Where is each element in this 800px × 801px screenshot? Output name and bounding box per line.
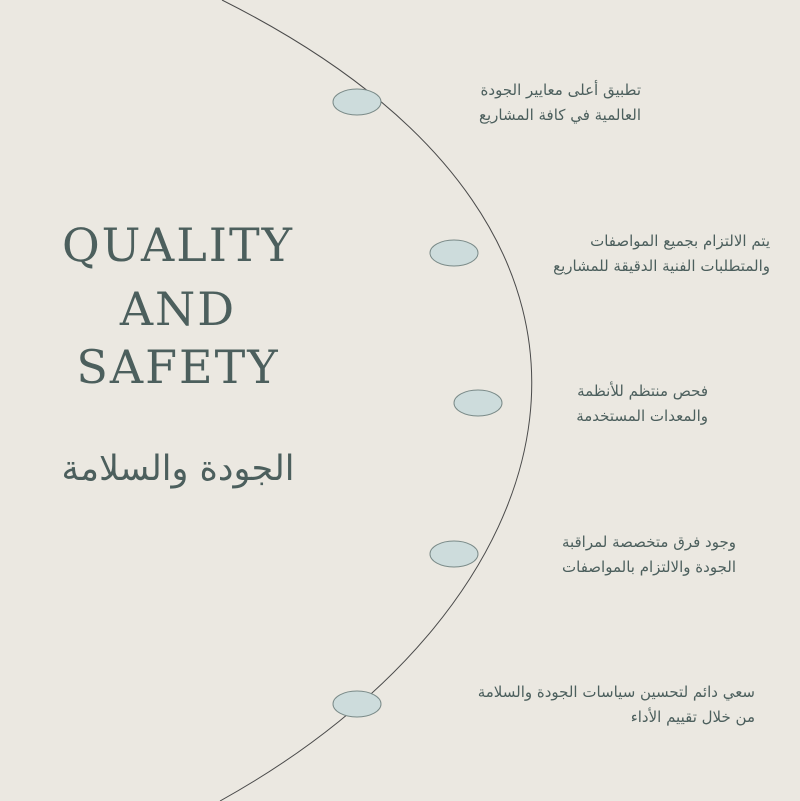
timeline-item-5-line-2: من خلال تقييم الأداء — [630, 708, 755, 726]
timeline-item-3: فحص منتظم للأنظمة والمعدات المستخدمة — [576, 379, 708, 429]
timeline-item-2-line-2: والمتطلبات الفنية الدقيقة للمشاريع — [553, 257, 770, 275]
timeline-item-5-line-1: سعي دائم لتحسين سياسات الجودة والسلامة — [477, 683, 755, 701]
timeline-item-1-line-2: العالمية في كافة المشاريع — [478, 106, 641, 124]
timeline-item-3-line-1: فحص منتظم للأنظمة — [577, 382, 708, 400]
timeline-item-4-line-1: وجود فرق متخصصة لمراقبة — [561, 533, 736, 551]
timeline-dot-3 — [453, 389, 503, 417]
timeline-item-2-line-1: يتم الالتزام بجميع المواصفات — [590, 232, 770, 250]
timeline-item-1-line-1: تطبيق أعلى معايير الجودة — [480, 81, 641, 99]
title-english-line-1: QUALITY — [61, 218, 295, 272]
timeline-item-5: سعي دائم لتحسين سياسات الجودة والسلامة م… — [478, 680, 755, 730]
timeline-dot-5 — [332, 690, 382, 718]
title-arabic: الجودة والسلامة — [61, 449, 295, 489]
timeline-item-4: وجود فرق متخصصة لمراقبة الجودة والالتزام… — [562, 530, 736, 580]
title-english-line-3: SAFETY — [76, 340, 280, 394]
timeline-dot-2 — [429, 239, 479, 267]
title-english-line-2: AND — [119, 282, 237, 336]
timeline-item-3-line-2: والمعدات المستخدمة — [576, 407, 708, 425]
timeline-item-4-line-2: الجودة والالتزام بالمواصفات — [562, 558, 736, 576]
timeline-item-2: يتم الالتزام بجميع المواصفات والمتطلبات … — [553, 229, 770, 279]
timeline-dot-4 — [429, 540, 479, 568]
timeline-dot-1 — [332, 88, 382, 116]
timeline-item-1: تطبيق أعلى معايير الجودة العالمية في كاف… — [479, 78, 641, 128]
